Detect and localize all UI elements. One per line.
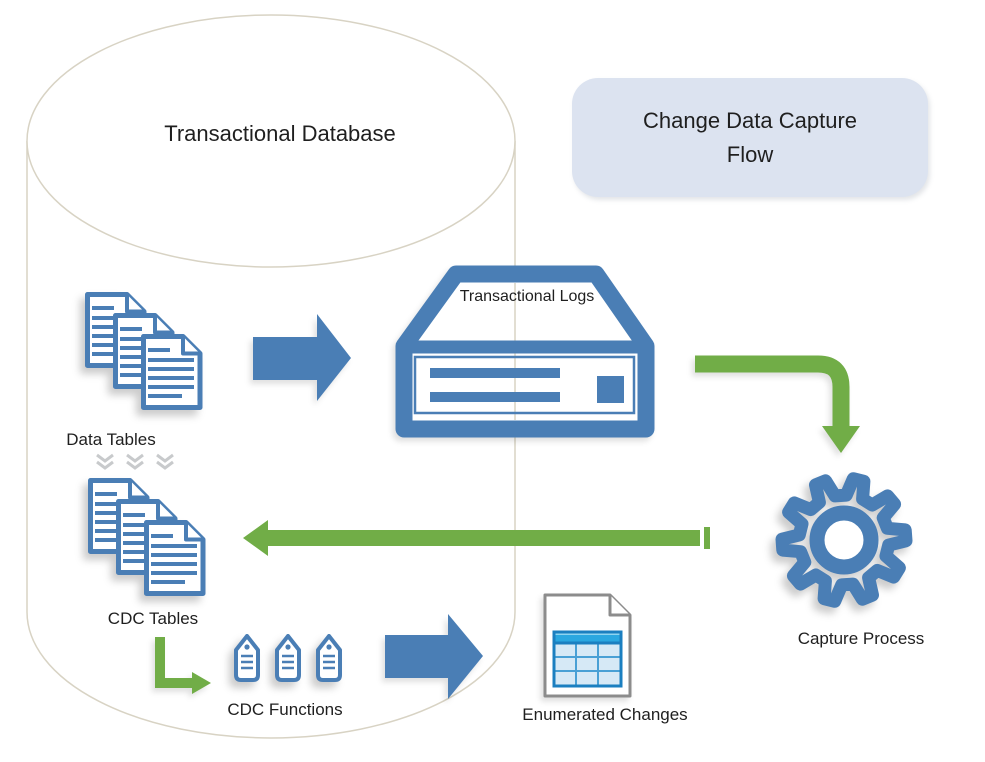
cdc-tables-label: CDC Tables <box>107 609 199 628</box>
enumerated-changes-document-icon <box>543 593 632 698</box>
flow-title: Change Data Capture Flow <box>642 107 858 167</box>
function-tag-icon <box>234 634 260 682</box>
arrow-data-tables-to-logs <box>253 314 351 401</box>
function-tag-icon <box>275 634 301 682</box>
arrow-logs-to-capture <box>695 355 860 453</box>
capture-process-gear-icon <box>775 472 913 608</box>
cdc-functions-label: CDC Functions <box>227 700 343 719</box>
cdc-functions-icon <box>234 634 342 682</box>
capture-process-label: Capture Process <box>797 629 925 648</box>
table-icon <box>552 630 623 688</box>
transactional-logs-icon <box>395 265 655 438</box>
data-tables-label: Data Tables <box>66 430 156 449</box>
database-label: Transactional Database <box>164 121 396 146</box>
arrow-cdc-functions-to-enumerated-changes <box>385 614 483 699</box>
function-tag-icon <box>316 634 342 682</box>
transactional-logs-label: Transactional Logs <box>459 288 595 305</box>
arrow-capture-to-cdc-tables <box>243 520 710 556</box>
enumerated-changes-label: Enumerated Changes <box>522 705 688 724</box>
flow-title-box: Change Data Capture Flow <box>572 78 928 197</box>
arrow-cdc-tables-to-cdc-functions <box>155 637 211 694</box>
